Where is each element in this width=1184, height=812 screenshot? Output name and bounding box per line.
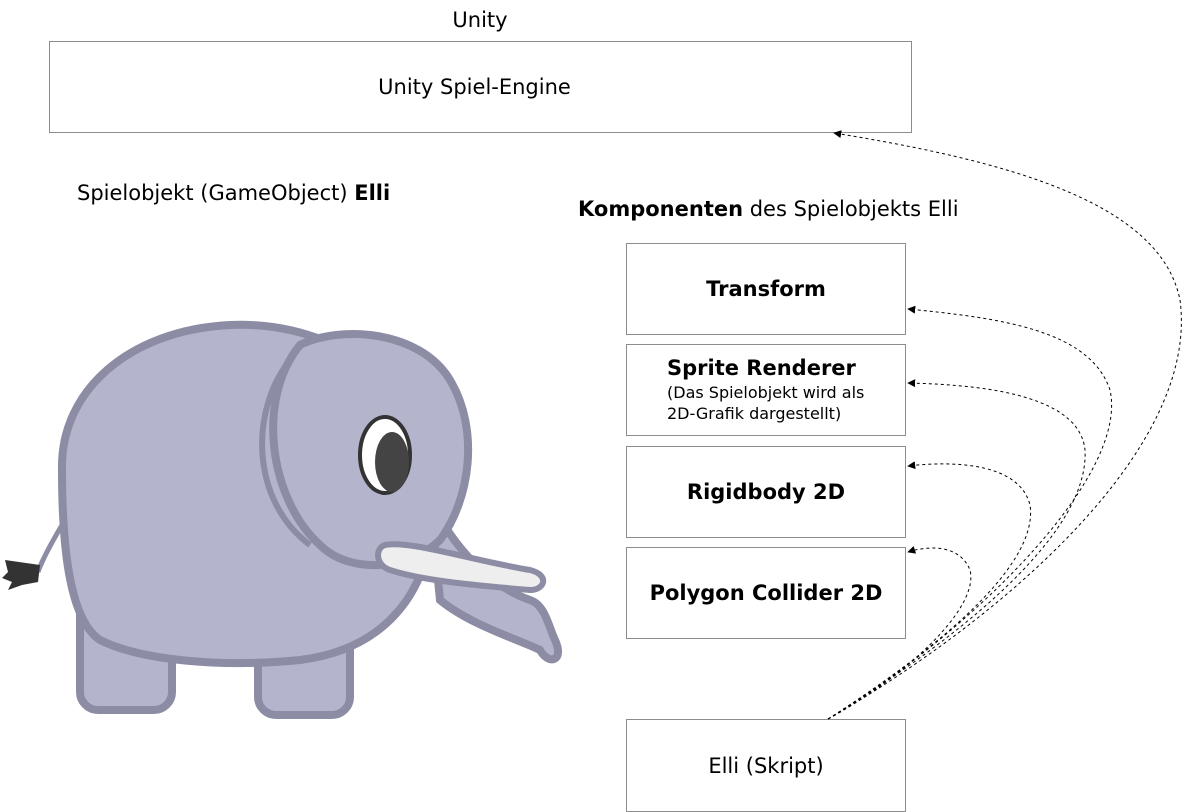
component-rigidbody-2d: Rigidbody 2D xyxy=(626,446,906,538)
component-polygon-collider-2d-title: Polygon Collider 2D xyxy=(649,581,883,605)
component-sprite-renderer: Sprite Renderer (Das Spielobjekt wird al… xyxy=(626,344,906,436)
arrow-to-rigidbody xyxy=(827,461,1032,720)
arrow-to-engine xyxy=(827,130,1182,720)
component-transform-title: Transform xyxy=(706,277,826,301)
elephant-icon xyxy=(2,320,562,719)
arrow-to-transform xyxy=(827,305,1113,720)
components-label-bold: Komponenten xyxy=(578,197,744,221)
gameobject-label-prefix: Spielobjekt (GameObject) xyxy=(77,181,355,205)
script-box-label: Elli (Skript) xyxy=(708,753,824,778)
component-rigidbody-2d-title: Rigidbody 2D xyxy=(686,480,846,504)
engine-heading: Unity xyxy=(452,8,508,32)
component-polygon-collider-2d: Polygon Collider 2D xyxy=(626,547,906,639)
engine-box: Unity Spiel-Engine xyxy=(49,41,912,133)
gameobject-label: Spielobjekt (GameObject) Elli xyxy=(77,181,390,205)
components-label-rest: des Spielobjekts Elli xyxy=(743,197,959,221)
gameobject-name: Elli xyxy=(354,181,391,205)
components-label: Komponenten des Spielobjekts Elli xyxy=(578,197,959,221)
component-transform: Transform xyxy=(626,243,906,335)
arrow-to-collider xyxy=(827,546,972,720)
component-sprite-renderer-title: Sprite Renderer xyxy=(667,356,856,380)
script-box: Elli (Skript) xyxy=(626,719,906,812)
arrow-to-sprite-renderer xyxy=(827,379,1086,720)
component-sprite-renderer-note-2: 2D-Grafik dargestellt) xyxy=(667,404,842,423)
component-sprite-renderer-note-1: (Das Spielobjekt wird als xyxy=(667,383,865,402)
engine-box-label: Unity Spiel-Engine xyxy=(378,75,571,99)
